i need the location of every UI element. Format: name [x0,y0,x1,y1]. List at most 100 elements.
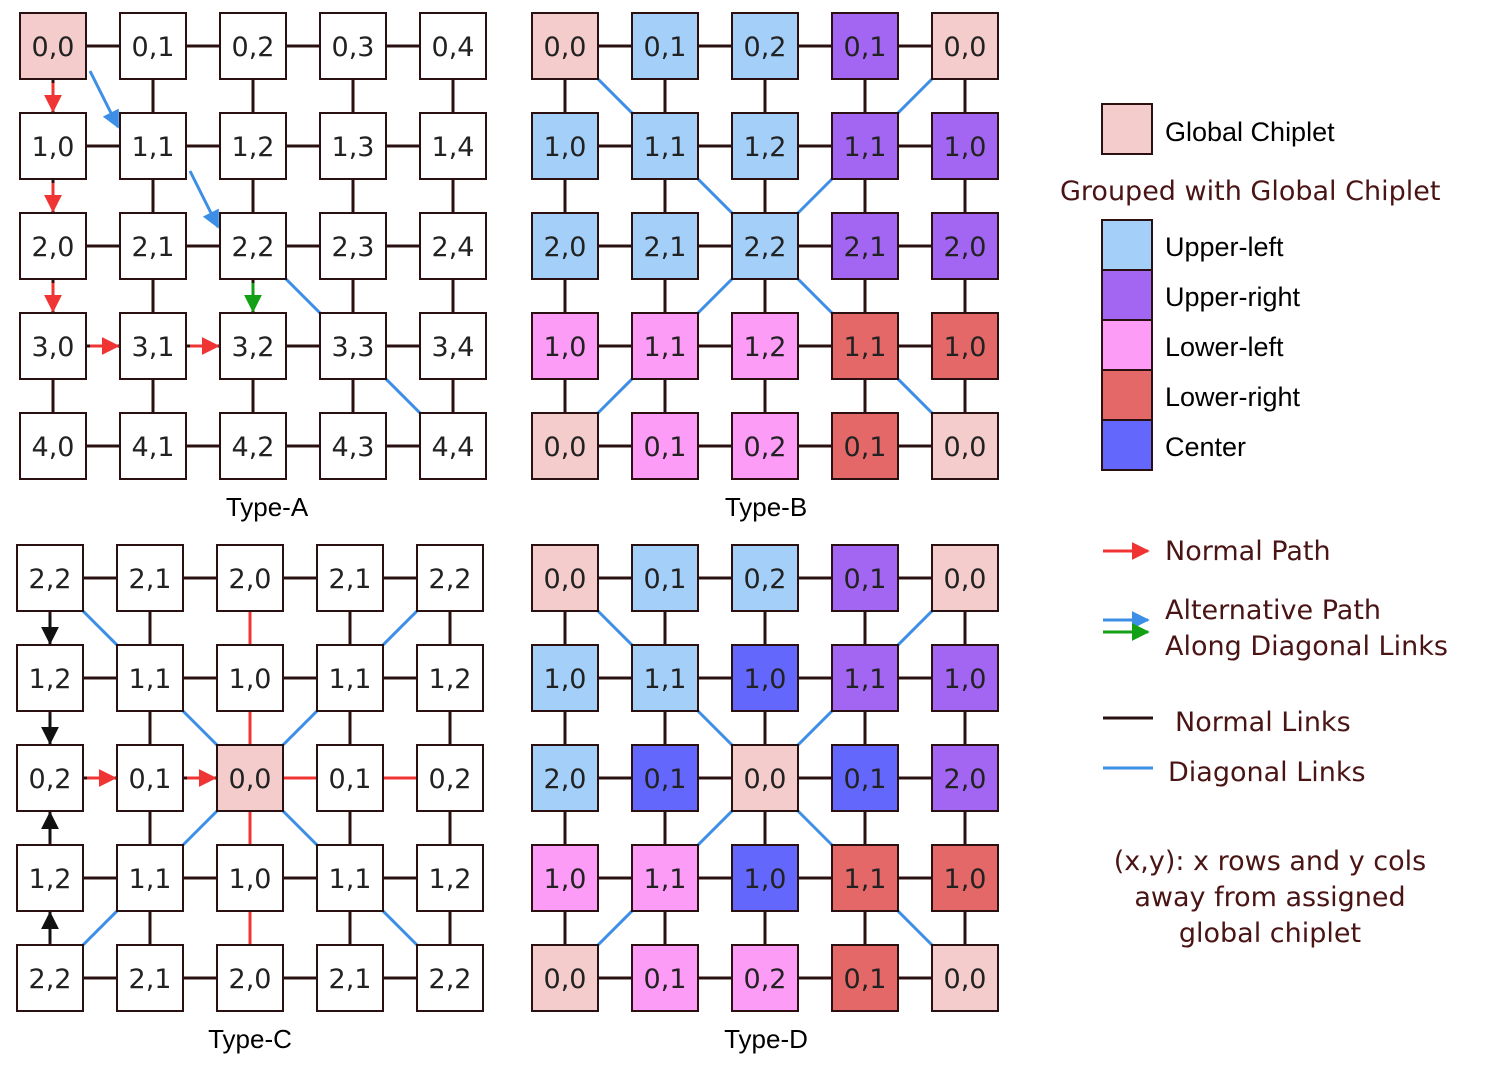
chiplet-node-label: 0,1 [129,764,172,795]
chiplet-node [119,412,187,480]
chiplet-node-label: 0,1 [844,764,887,795]
chiplet-node-label: 1,1 [844,332,887,363]
chiplet-node-label: 2,1 [329,564,372,595]
chiplet-node-label: 2,2 [29,964,72,995]
chiplet-node [631,844,699,912]
legend-swatch-lower-right [1101,369,1153,421]
chiplet-node [631,944,699,1012]
chiplet-node-label: 1,0 [229,664,272,695]
chiplet-node-label: 4,2 [232,432,275,463]
chiplet-node-label: 3,3 [332,332,375,363]
chiplet-node-label: 1,1 [644,664,687,695]
legend-swatch-upper-right [1101,269,1153,321]
chiplet-node [319,412,387,480]
chiplet-node [831,744,899,812]
chiplet-node-label: 0,1 [329,764,372,795]
chiplet-node-label: 3,0 [32,332,75,363]
chiplet-node-label: 0,0 [944,32,987,63]
chiplet-node-label: 2,0 [32,232,75,263]
chiplet-node [531,844,599,912]
chiplet-node-label: 1,0 [944,664,987,695]
chiplet-node [531,744,599,812]
chiplet-node-label: 1,1 [844,132,887,163]
chiplet-node [831,844,899,912]
legend-group-label: Center [1165,432,1246,462]
legend-swatch-global [1101,103,1153,155]
legend-group-list: Upper-leftUpper-rightLower-leftLower-rig… [1101,219,1301,471]
chiplet-node [316,744,384,812]
chiplet-node-label: 4,3 [332,432,375,463]
chiplet-node [931,744,999,812]
chiplet-node-label: 1,1 [844,864,887,895]
chiplet-node-label: 1,0 [544,332,587,363]
chiplet-node [119,112,187,180]
chiplet-node [116,944,184,1012]
chiplet-node [531,12,599,80]
chiplet-node-label: 1,0 [544,132,587,163]
chiplet-node [631,544,699,612]
chiplet-node [931,844,999,912]
chiplet-node-label: 4,1 [132,432,175,463]
chiplet-node-label: 1,0 [32,132,75,163]
chiplet-node-label: 0,1 [644,764,687,795]
chiplet-node [731,744,799,812]
chiplet-node [219,112,287,180]
chiplet-node-label: 1,1 [129,664,172,695]
chiplet-node [831,944,899,1012]
legend-note-line3: global chiplet [1179,918,1361,949]
chiplet-node-label: 3,2 [232,332,275,363]
chiplet-node-label: 1,0 [744,864,787,895]
chiplet-node-label: 1,0 [944,864,987,895]
legend-global-label: Global Chiplet [1165,117,1335,147]
chiplet-node-label: 0,1 [844,432,887,463]
legend-swatch-upper-left [1101,219,1153,271]
chiplet-node-label: 1,3 [332,132,375,163]
chiplet-node [119,312,187,380]
path-arrow [188,170,220,229]
grid-caption: Type-B [725,492,807,522]
chiplet-node [831,644,899,712]
legend-alt-path-line1: Alternative Path [1165,595,1381,626]
chiplet-node [16,544,84,612]
chiplet-node [531,312,599,380]
legend: Global Chiplet Grouped with Global Chipl… [1060,103,1448,949]
legend-group-label: Upper-left [1165,232,1284,262]
grid-caption: Type-A [226,492,309,522]
chiplet-node-label: 2,0 [944,232,987,263]
chiplet-node-label: 2,3 [332,232,375,263]
legend-grouped-title: Grouped with Global Chiplet [1060,176,1440,207]
legend-group-label: Lower-left [1165,332,1284,362]
legend-note-line1: (x,y): x rows and y cols [1114,846,1426,877]
chiplet-node-label: 1,1 [132,132,175,163]
chiplet-node [16,844,84,912]
chiplet-node-label: 1,0 [944,332,987,363]
path-arrow [88,70,120,129]
chiplet-node [19,112,87,180]
chiplet-node-label: 4,0 [32,432,75,463]
chiplet-node [419,112,487,180]
chiplet-node-label: 1,2 [29,864,72,895]
chiplet-node-label: 1,2 [29,664,72,695]
chiplet-node [631,744,699,812]
chiplet-node-label: 0,0 [32,32,75,63]
chiplet-node [631,212,699,280]
chiplet-node-label: 0,1 [644,432,687,463]
legend-diagonal-links-label: Diagonal Links [1168,757,1366,788]
chiplet-node [931,112,999,180]
chiplet-node-label: 0,0 [544,432,587,463]
chiplet-node-label: 1,2 [429,664,472,695]
chiplet-node [631,112,699,180]
chiplet-node [531,544,599,612]
chiplet-node-label: 0,0 [744,764,787,795]
chiplet-node-label: 0,2 [744,964,787,995]
chiplet-node [831,412,899,480]
chiplet-node [531,944,599,1012]
chiplet-node-label: 3,1 [132,332,175,363]
chiplet-node-label: 1,0 [944,132,987,163]
chiplet-node [116,544,184,612]
legend-swatch-center [1101,419,1153,471]
chiplet-node [216,544,284,612]
